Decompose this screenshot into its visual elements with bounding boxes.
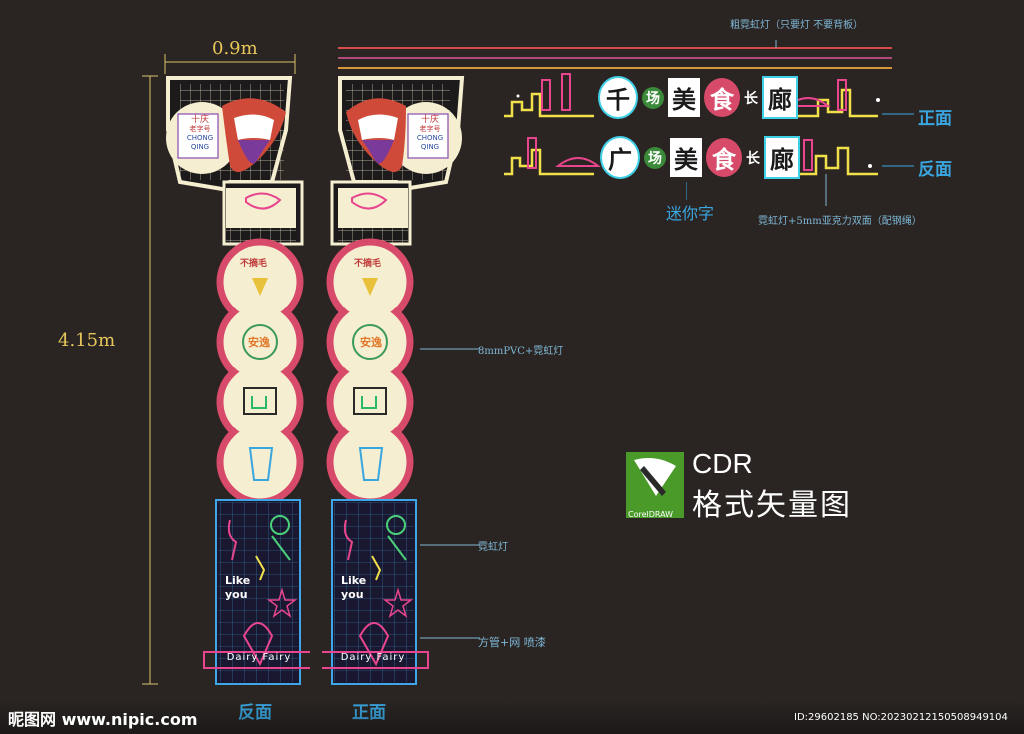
logo-line: 老字号 <box>189 125 211 133</box>
coreldraw-logo-icon <box>626 452 684 518</box>
width-label: 0.9m <box>212 38 258 59</box>
sign-char: 食 <box>704 78 740 117</box>
watermark-bar <box>0 700 1024 734</box>
note-top-neon: 粗霓虹灯（只要灯 不要背板） <box>730 20 864 31</box>
coreldraw-title: CDR <box>692 448 753 479</box>
sign-label-front: 正面 <box>918 109 952 129</box>
note-mini: 迷你字 <box>666 204 715 223</box>
logo-text-front: 十庆 老字号 CHONG QING <box>408 116 452 152</box>
badge-anyi-back: 安逸 <box>248 336 270 349</box>
note-neon: 霓虹灯 <box>478 542 508 553</box>
sign-char: 美 <box>668 78 700 117</box>
badge-top-front: 不摘毛 <box>354 259 382 269</box>
sign-label-back: 反面 <box>918 160 952 180</box>
logo-line: CHONG <box>416 134 444 142</box>
logo-line: QING <box>190 143 210 151</box>
logo-line: 老字号 <box>419 125 441 133</box>
sign-char: 长 <box>746 150 760 167</box>
fairy-text-front: Dairy Fairy <box>340 652 406 663</box>
sign-char: 长 <box>744 90 758 107</box>
top-neon-strips <box>338 40 892 69</box>
pillar-leader-lines <box>420 348 480 639</box>
coreldraw-subtitle: 格式矢量图 <box>692 488 852 523</box>
like-text-back: Like you <box>225 574 250 602</box>
height-label: 4.15m <box>58 330 116 351</box>
pillar-front <box>322 76 465 685</box>
sign-char: 廊 <box>764 136 800 179</box>
logo-text-back: 十庆 老字号 CHONG QING <box>178 116 222 152</box>
logo-line: 十庆 <box>420 115 439 125</box>
sign-char: 场 <box>644 146 666 169</box>
fairy-text-back: Dairy Fairy <box>226 652 292 663</box>
sign-char: 食 <box>706 138 742 177</box>
badge-top-back: 不摘毛 <box>240 259 268 269</box>
sign-back-text: 广 场 美 食 长 廊 <box>600 136 800 179</box>
note-tube: 方管+网 喷漆 <box>478 636 546 649</box>
like-text-front: Like you <box>341 574 366 602</box>
sign-front-text: 千 场 美 食 长 廊 <box>598 76 798 119</box>
sign-char: 廊 <box>762 76 798 119</box>
width-dimension-line <box>164 54 296 74</box>
sign-leader-lines <box>686 113 914 206</box>
height-dimension-line <box>142 75 158 685</box>
sign-char: 美 <box>670 138 702 177</box>
like-line: you <box>341 588 364 601</box>
face-label-back: 反面 <box>238 698 272 723</box>
like-line: Like <box>225 574 251 587</box>
logo-line: CHONG <box>186 134 214 142</box>
sign-char: 广 <box>600 136 640 179</box>
sign-char: 场 <box>642 86 664 109</box>
note-acrylic: 霓虹灯+5mm亚克力双面（配钢绳） <box>758 216 922 227</box>
logo-line: 十庆 <box>190 115 209 125</box>
like-line: Like <box>341 574 367 587</box>
badge-anyi-front: 安逸 <box>360 336 382 349</box>
pillar-back <box>166 76 310 685</box>
logo-line: QING <box>420 143 440 151</box>
watermark-right: ID:29602185 NO:20230212150508949104 <box>794 712 1008 723</box>
coreldraw-brand: CorelDRAW <box>628 510 674 519</box>
note-pvc: 8mmPVC+霓虹灯 <box>478 346 564 357</box>
face-label-front: 正面 <box>352 698 386 723</box>
watermark-left: 昵图网 www.nipic.com <box>8 710 198 729</box>
sign-char: 千 <box>598 76 638 119</box>
like-line: you <box>225 588 248 601</box>
